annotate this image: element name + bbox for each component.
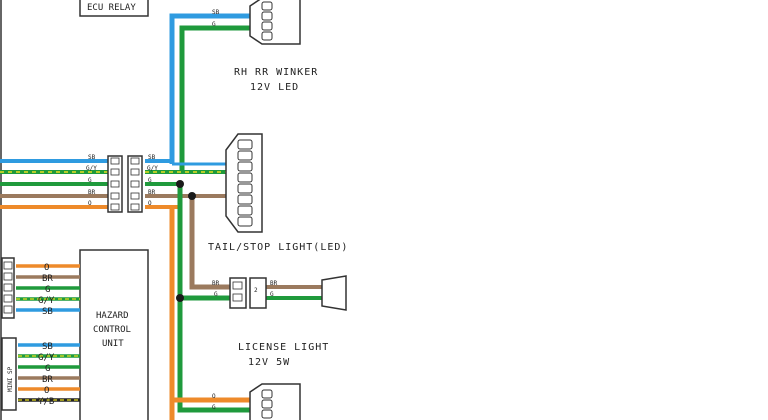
bottom-winker-connector xyxy=(249,383,301,420)
harness-left-code-o: O xyxy=(88,200,92,207)
hazard-lower-code-sb: SB xyxy=(42,342,53,352)
harness-right-code-g: G xyxy=(148,177,152,184)
hazard-upper-code-gy: G/Y xyxy=(38,296,55,306)
hazard-upper-connector xyxy=(1,257,15,319)
hazard-lower-code-gy: G/Y xyxy=(38,353,55,363)
winker-wire-code-sb: SB xyxy=(212,9,220,16)
winker-wire-code-g: G xyxy=(212,21,216,28)
bottom-wire-code-g: G xyxy=(212,404,216,411)
mini-sp-connector: MINI SP xyxy=(1,337,17,411)
license-light-bulb-housing xyxy=(321,275,347,311)
license-light-label: LICENSE LIGHT xyxy=(238,342,329,353)
hazard-label-line2: CONTROL xyxy=(93,325,131,335)
license-light-connector: 2 xyxy=(229,277,267,309)
rh-rr-winker-connector xyxy=(249,0,301,45)
harness-left-code-br: BR xyxy=(88,189,96,196)
junction-dot xyxy=(176,294,184,302)
harness-left-code-sb: SB xyxy=(88,154,96,161)
mini-sp-label: MINI SP xyxy=(7,366,14,392)
hazard-label-line1: HAZARD xyxy=(96,311,129,321)
hazard-upper-code-o: O xyxy=(44,263,49,273)
hazard-lower-code-g: G xyxy=(45,364,50,374)
license-wire-code-br-right: BR xyxy=(270,280,278,287)
harness-right-code-br: BR xyxy=(148,189,156,196)
hazard-control-unit: HAZARD CONTROL UNIT xyxy=(79,249,149,420)
license-wire-code-br: BR xyxy=(212,280,220,287)
tail-stop-light-connector xyxy=(225,133,263,233)
ecu-relay-box: ECU RELAY xyxy=(79,0,149,17)
hazard-upper-wires xyxy=(16,264,80,312)
harness-left-code-g: G xyxy=(88,177,92,184)
license-connector-pin-label: 2 xyxy=(254,287,258,294)
winker-wires: SB G xyxy=(169,9,250,172)
hazard-upper-code-br: BR xyxy=(42,274,53,284)
winker-led-label: 12V LED xyxy=(250,82,299,93)
hazard-lower-code-yb: Y/B xyxy=(38,397,54,407)
harness-left-code-gy: G/Y xyxy=(86,165,97,172)
bottom-wire-code-o: O xyxy=(212,393,216,400)
license-light-spec: 12V 5W xyxy=(248,357,290,368)
harness-right-code-o: O xyxy=(148,200,152,207)
hazard-lower-code-o: O xyxy=(44,386,49,396)
rh-rr-winker-label: RH RR WINKER xyxy=(234,67,318,78)
harness-right-code-gy: G/Y xyxy=(147,165,158,172)
tail-stop-light-label: TAIL/STOP LIGHT(LED) xyxy=(208,242,348,253)
junction-dot xyxy=(176,180,184,188)
hazard-lower-code-br: BR xyxy=(42,375,53,385)
hazard-upper-code-g: G xyxy=(45,285,50,295)
harness-inline-connector xyxy=(107,155,143,213)
hazard-upper-code-sb: SB xyxy=(42,307,53,317)
junction-dot xyxy=(188,192,196,200)
license-wire-code-g-right: G xyxy=(270,291,274,298)
license-wire-code-g: G xyxy=(214,291,218,298)
ecu-relay-label: ECU RELAY xyxy=(87,3,136,13)
hazard-lower-wires xyxy=(18,343,80,402)
hazard-label-line3: UNIT xyxy=(102,339,124,349)
harness-right-code-sb: SB xyxy=(148,154,156,161)
